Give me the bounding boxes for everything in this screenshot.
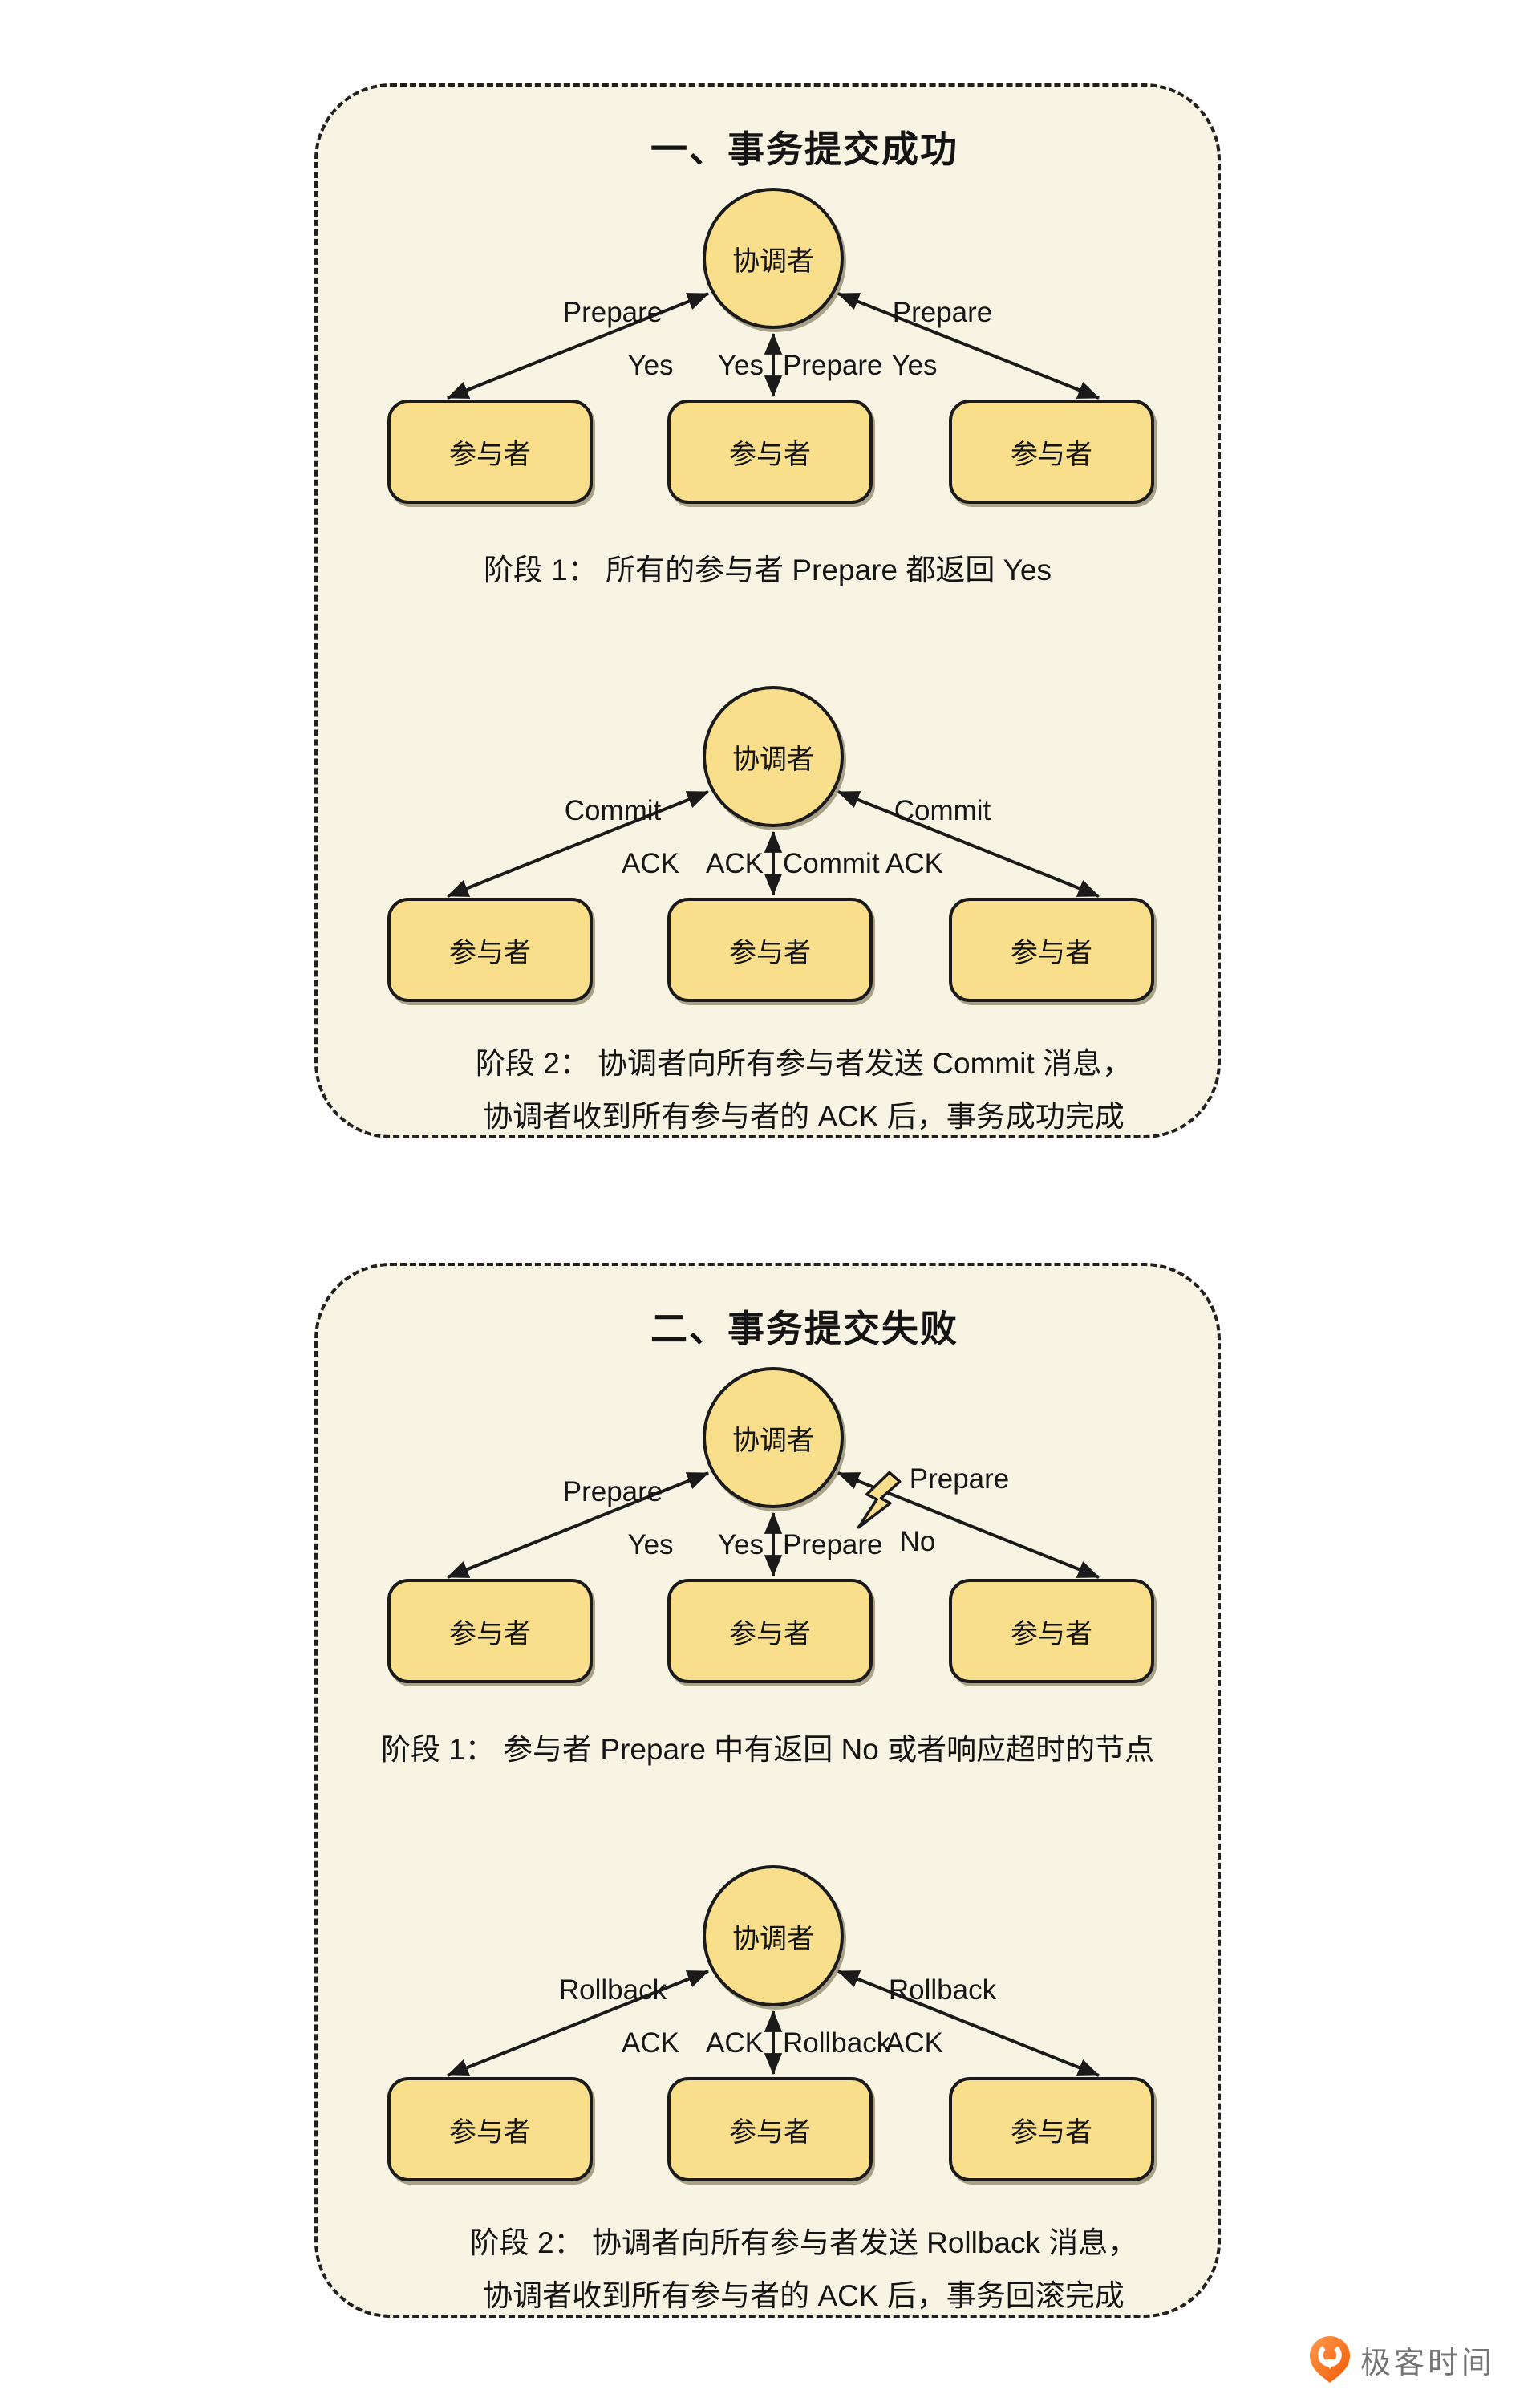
panel-title: 一、事务提交成功 — [650, 128, 958, 170]
brand-name: 极客时间 — [1360, 2346, 1495, 2380]
participant-node: 参与者 — [387, 2077, 593, 2181]
panel-commit-failure: 二、事务提交失败 协调者 参与者 参与者 参与者 Prepare Yes Yes… — [314, 1263, 1221, 2318]
participant-label: 参与者 — [1011, 439, 1092, 470]
diagram-success-commit: 协调者 参与者 参与者 参与者 Commit ACK ACK Commit AC… — [318, 686, 1224, 1007]
participant-label: 参与者 — [449, 1618, 531, 1649]
participant-label: 参与者 — [449, 2116, 531, 2148]
coordinator-node: 协调者 — [703, 1865, 844, 2006]
participant-node: 参与者 — [387, 1579, 593, 1683]
caption-line: 阶段 1： 参与者 Prepare 中有返回 No 或者响应超时的节点 — [380, 1733, 1155, 1766]
coordinator-node: 协调者 — [703, 1367, 844, 1508]
coordinator-node: 协调者 — [703, 686, 844, 827]
failure-lightning-icon — [857, 1471, 902, 1529]
caption-line: 阶段 2： 协调者向所有参与者发送 Rollback 消息， — [469, 2226, 1138, 2259]
participant-node: 参与者 — [387, 400, 593, 504]
caption-line: 阶段 2： 协调者向所有参与者发送 Commit 消息， — [475, 1047, 1133, 1080]
caption-line: 协调者收到所有参与者的 ACK 后，事务成功完成 — [483, 1100, 1125, 1133]
phase-caption: 阶段 2： 协调者向所有参与者发送 Rollback 消息， 协调者收到所有参与… — [354, 2217, 1254, 2323]
coordinator-label: 协调者 — [732, 744, 814, 775]
edge-label-reply: ACK — [886, 2027, 943, 2059]
edge-label-reply: ACK — [622, 848, 679, 879]
connector-arrows — [446, 292, 1100, 400]
participant-label: 参与者 — [449, 439, 531, 470]
phase-caption: 阶段 1： 参与者 Prepare 中有返回 No 或者响应超时的节点 — [318, 1723, 1218, 1776]
phase-caption: 阶段 2： 协调者向所有参与者发送 Commit 消息， 协调者收到所有参与者的… — [354, 1037, 1254, 1143]
edge-label-request: Commit — [894, 795, 991, 826]
edge-label-request: Commit — [783, 848, 880, 879]
edge-label-request: Prepare — [783, 350, 883, 381]
connector-arrows — [446, 1471, 1100, 1579]
panel-commit-success: 一、事务提交成功 协调者 参与者 参与者 参与者 Prepare Yes Yes… — [314, 83, 1221, 1138]
participant-node: 参与者 — [667, 1579, 873, 1683]
participant-node: 参与者 — [949, 400, 1154, 504]
participant-node: 参与者 — [949, 898, 1154, 1002]
participant-label: 参与者 — [1011, 1618, 1092, 1649]
phase-caption: 阶段 1： 所有的参与者 Prepare 都返回 Yes — [318, 544, 1218, 597]
edge-label-reply: Yes — [627, 350, 674, 381]
edge-label-request: Rollback — [783, 2027, 891, 2059]
participant-node: 参与者 — [667, 400, 873, 504]
participant-label: 参与者 — [1011, 937, 1092, 968]
coordinator-label: 协调者 — [732, 1923, 814, 1954]
brand-footer: 极客时间 — [1309, 2336, 1495, 2383]
participant-node: 参与者 — [667, 898, 873, 1002]
participant-node: 参与者 — [949, 1579, 1154, 1683]
edge-label-reply: No — [899, 1526, 936, 1557]
coordinator-label: 协调者 — [732, 1425, 814, 1456]
edge-label-request: Commit — [564, 795, 662, 826]
edge-label-request: Rollback — [888, 1974, 997, 2006]
participant-node: 参与者 — [667, 2077, 873, 2181]
caption-line: 协调者收到所有参与者的 ACK 后，事务回滚完成 — [483, 2279, 1125, 2312]
edge-label-reply: ACK — [706, 2027, 764, 2059]
edge-label-request: Prepare — [562, 1476, 663, 1507]
edge-label-reply: ACK — [886, 848, 943, 879]
edge-label-request: Prepare — [892, 297, 993, 328]
participant-label: 参与者 — [729, 1618, 811, 1649]
edge-label-request: Prepare — [909, 1463, 1010, 1495]
edge-label-reply: Yes — [717, 1529, 764, 1560]
connector-arrows — [446, 790, 1100, 898]
participant-label: 参与者 — [729, 439, 811, 470]
participant-node: 参与者 — [387, 898, 593, 1002]
edge-label-request: Prepare — [783, 1529, 883, 1560]
diagram-success-prepare: 协调者 参与者 参与者 参与者 Prepare Yes Yes Prepare … — [318, 188, 1224, 509]
edge-label-reply: ACK — [706, 848, 764, 879]
edge-label-reply: ACK — [622, 2027, 679, 2059]
connector-arrows — [446, 1970, 1100, 2077]
coordinator-label: 协调者 — [732, 245, 814, 277]
participant-label: 参与者 — [729, 937, 811, 968]
edge-label-reply: Yes — [627, 1529, 674, 1560]
panel-title: 二、事务提交失败 — [650, 1308, 958, 1349]
edge-label-request: Prepare — [562, 297, 663, 328]
geektime-logo-icon — [1309, 2336, 1350, 2383]
diagram-failure-prepare: 协调者 参与者 参与者 参与者 Prepare Yes Yes Prepare … — [318, 1367, 1224, 1688]
participant-label: 参与者 — [729, 2116, 811, 2148]
caption-line: 阶段 1： 所有的参与者 Prepare 都返回 Yes — [484, 554, 1052, 586]
coordinator-node: 协调者 — [703, 188, 844, 329]
edge-label-request: Rollback — [558, 1974, 667, 2006]
edge-label-reply: Yes — [717, 350, 764, 381]
diagram-failure-rollback: 协调者 参与者 参与者 参与者 Rollback ACK ACK Rollbac… — [318, 1865, 1224, 2186]
participant-label: 参与者 — [1011, 2116, 1092, 2148]
edge-label-reply: Yes — [891, 350, 938, 381]
participant-node: 参与者 — [949, 2077, 1154, 2181]
participant-label: 参与者 — [449, 937, 531, 968]
